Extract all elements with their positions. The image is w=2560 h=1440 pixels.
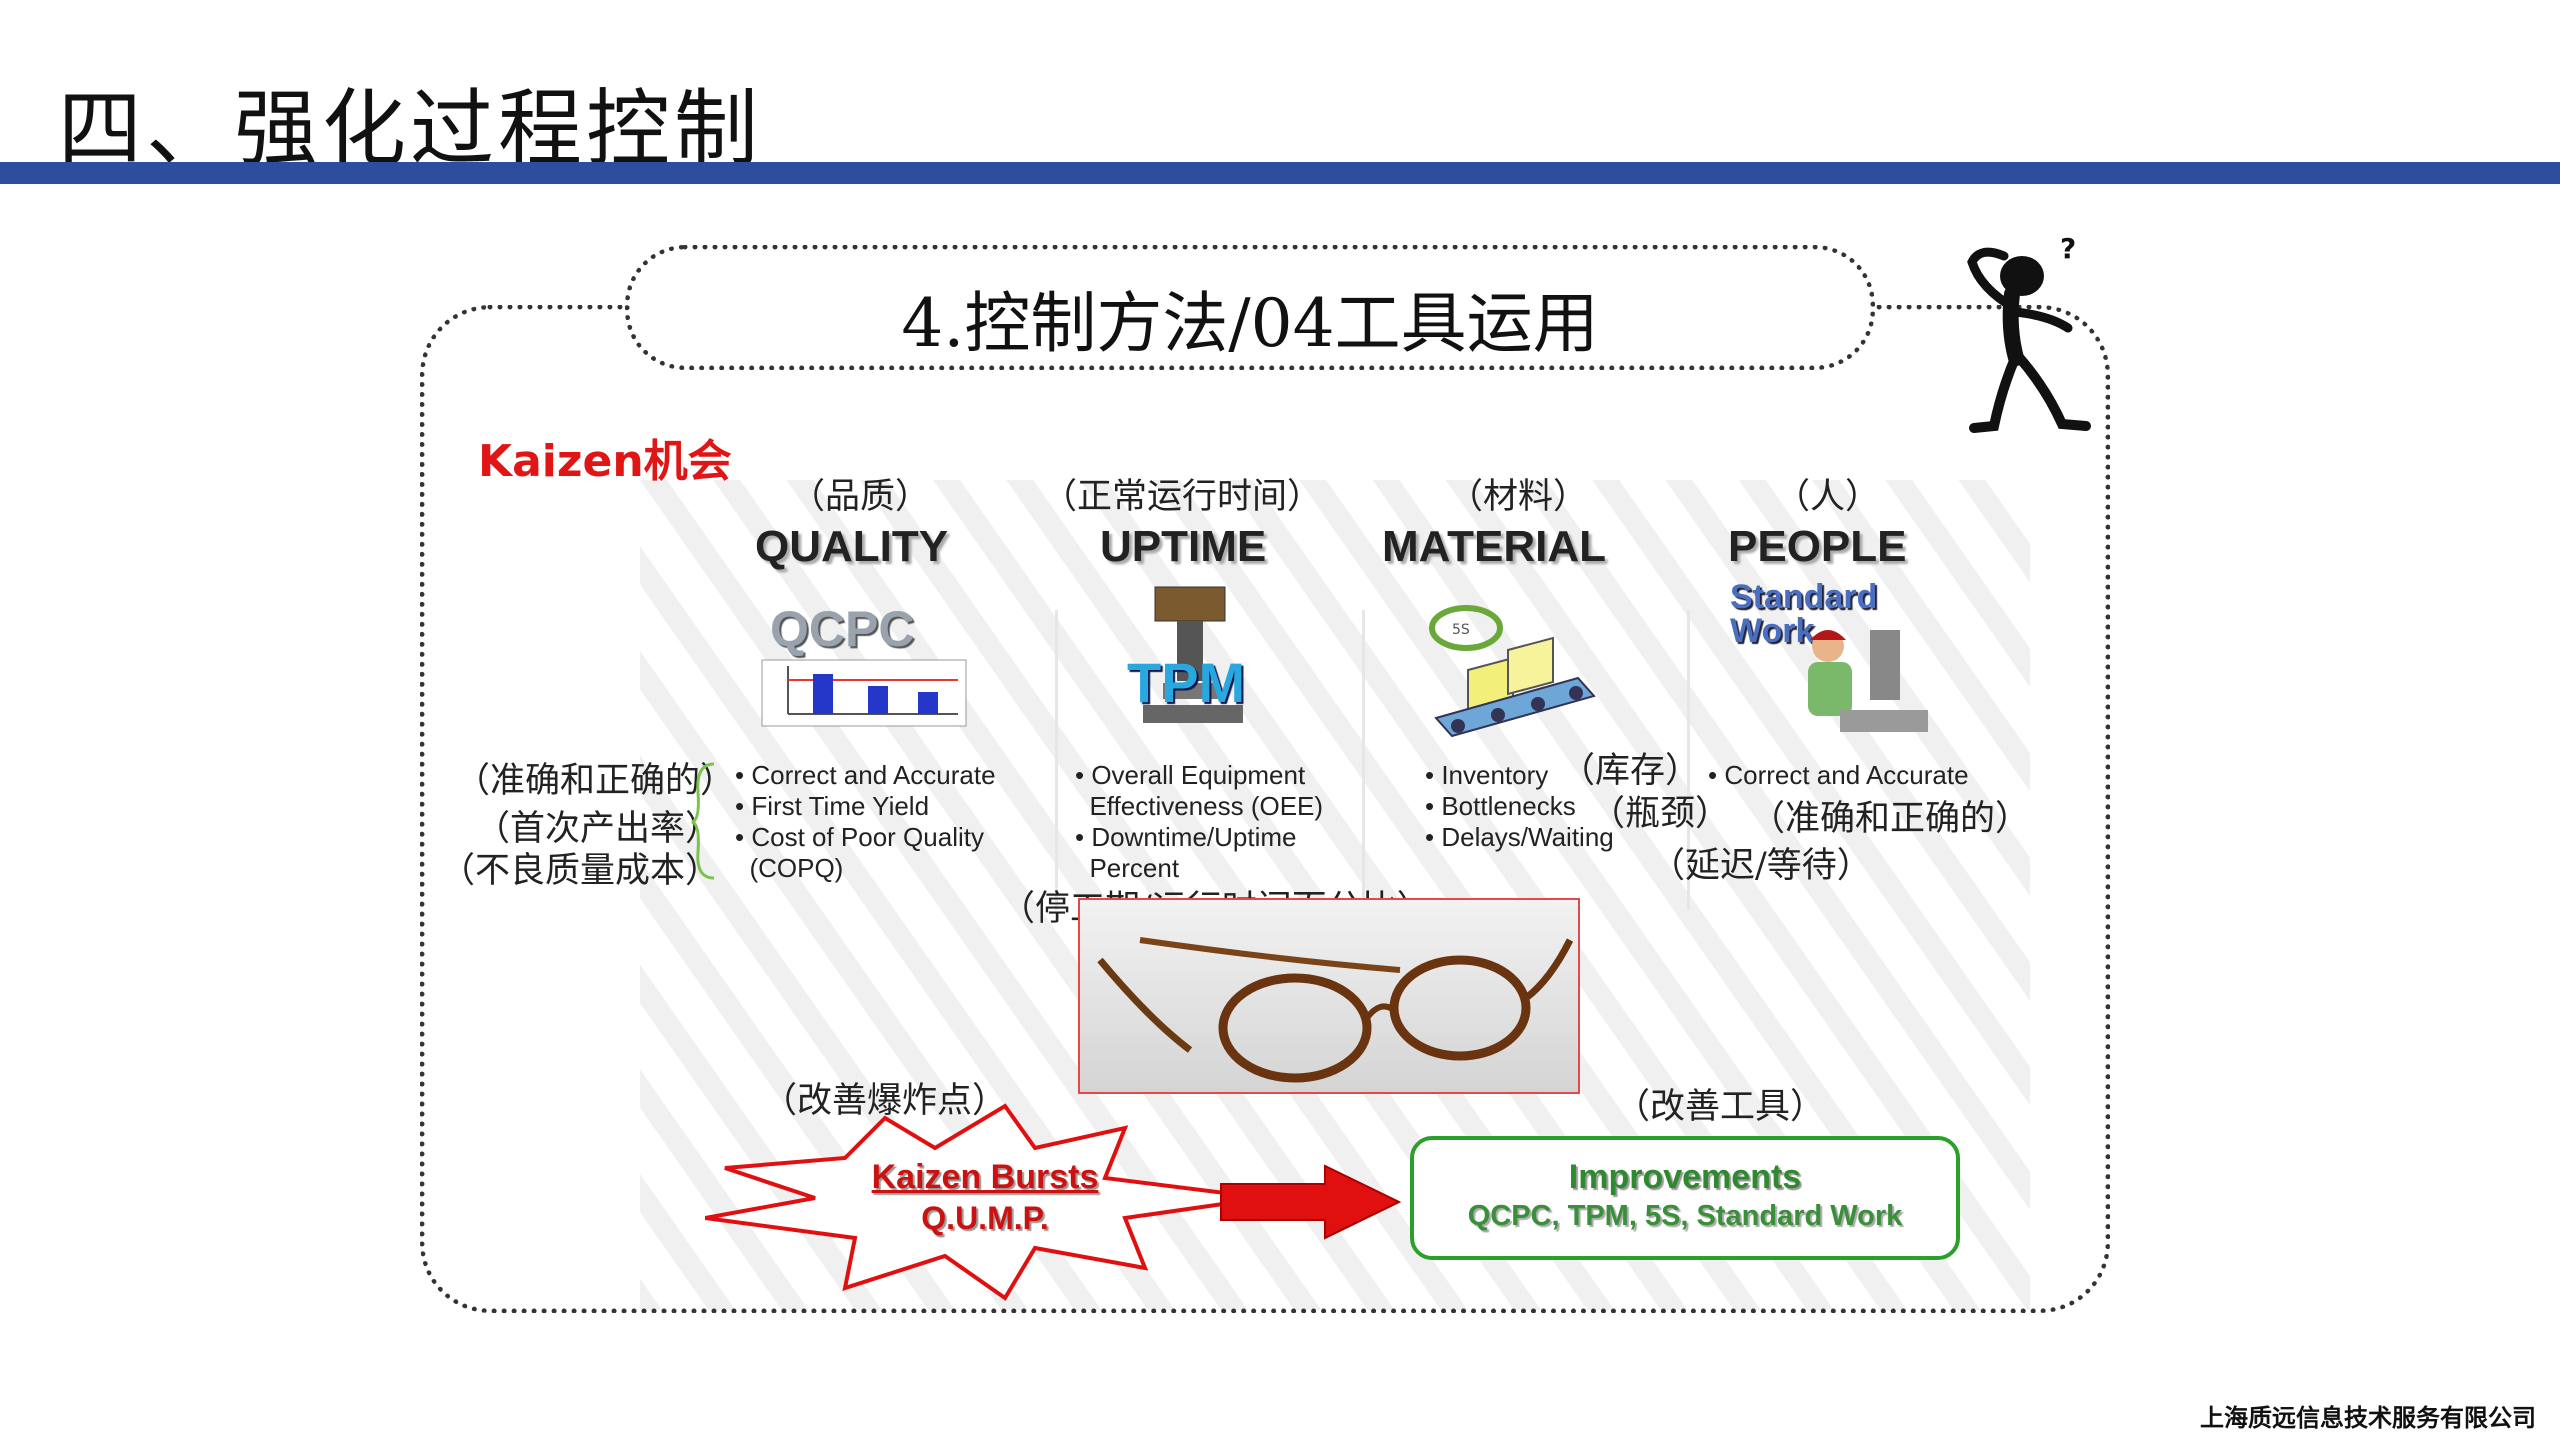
column-divider	[1687, 610, 1690, 910]
improvements-title: Improvements	[1568, 1158, 1802, 1196]
uptime-heading: UPTIME	[1100, 522, 1267, 571]
tpm-logo-text: TPM	[1127, 651, 1246, 714]
quality-annotation-accurate: （准确和正确的）	[455, 761, 736, 801]
kaizen-burst-star-icon	[705, 1103, 1266, 1301]
list-item: • Delays/Waiting	[1425, 822, 1614, 852]
quality-bullet-list: • Correct and Accurate • First Time Yiel…	[735, 760, 996, 884]
people-annotation-accurate: （准确和正确的）	[1750, 799, 2031, 839]
material-heading: MATERIAL	[1382, 522, 1607, 571]
quality-annotation-copq: （不良质量成本）	[440, 851, 721, 891]
standard-work-text-1: Standard	[1730, 578, 1878, 616]
people-bullet-list: • Correct and Accurate	[1708, 760, 1969, 791]
standard-work-text-2: Work	[1730, 612, 1815, 650]
improvements-subtitle: QCPC, TPM, 5S, Standard Work	[1467, 1200, 1903, 1232]
list-item: • Cost of Poor Quality	[735, 822, 984, 852]
tools-cn-label: （改善工具）	[1615, 1087, 1826, 1127]
uptime-bullet-list: • Overall Equipment Effectiveness (OEE) …	[1075, 760, 1323, 884]
kaizen-bursts-title: Kaizen Bursts	[871, 1158, 1099, 1196]
glasses-icon	[1097, 937, 1574, 1083]
material-annotation-delays: （延迟/等待）	[1650, 846, 1872, 886]
subtitle: 4.控制方法/04工具运用	[901, 285, 1599, 362]
list-item: • Correct and Accurate	[1708, 760, 1969, 790]
qcpc-logo-text: QCPC	[770, 601, 915, 657]
material-annotation-bottlenecks: （瓶颈）	[1590, 794, 1731, 834]
standard-work-worker-icon: Standard Work	[1730, 580, 1930, 740]
material-cn-label: （材料）	[1448, 477, 1589, 517]
list-item: Percent	[1075, 853, 1180, 883]
header-accent-bar	[0, 162, 2560, 184]
people-cn-label: （人）	[1775, 477, 1881, 517]
quality-cn-label: （品质）	[790, 477, 931, 517]
list-item: (COPQ)	[735, 853, 844, 883]
svg-text:?: ?	[2060, 232, 2076, 265]
kaizen-bursts-subtitle: Q.U.M.P.	[921, 1200, 1049, 1236]
tpm-drill-press-icon: TPM	[1115, 585, 1275, 725]
thinking-figure-icon: ?	[1967, 232, 2091, 433]
svg-text:5S: 5S	[1452, 622, 1470, 638]
quality-heading: QUALITY	[755, 522, 949, 571]
conveyor-boxes-icon: 5S	[1429, 605, 1596, 738]
arrow-right-icon	[1220, 1164, 1402, 1240]
quality-annotation-yield: （首次产出率）	[475, 809, 721, 849]
uptime-cn-label: （正常运行时间）	[1042, 477, 1323, 517]
list-item: • Correct and Accurate	[735, 760, 996, 790]
list-item: Effectiveness (OEE)	[1075, 791, 1324, 821]
column-divider	[1362, 610, 1365, 910]
column-divider	[1055, 610, 1058, 910]
worker-graphic	[1808, 630, 1928, 732]
qcpc-chart-icon: QCPC	[758, 600, 973, 730]
footer-company: 上海质远信息技术服务有限公司	[2200, 1403, 2536, 1432]
improvements-box	[1410, 1136, 1960, 1260]
bursts-cn-label: （改善爆炸点）	[762, 1081, 1008, 1121]
page-title: 四、强化过程控制	[58, 80, 763, 178]
list-item: • Bottlenecks	[1425, 791, 1576, 821]
material-annotation-inventory: （库存）	[1560, 751, 1701, 791]
kaizen-label: Kaizen机会	[478, 436, 732, 487]
subtitle-box	[625, 245, 1875, 370]
list-item: • Overall Equipment	[1075, 760, 1306, 790]
glasses-photo	[1078, 898, 1580, 1094]
material-bullet-list: • Inventory • Bottlenecks • Delays/Waiti…	[1425, 760, 1614, 853]
drill-press-graphic	[1143, 586, 1243, 723]
list-item: • Downtime/Uptime	[1075, 822, 1297, 852]
people-heading: PEOPLE	[1728, 522, 1907, 571]
qcpc-bar-graphic	[761, 659, 967, 727]
list-item: • First Time Yield	[735, 791, 930, 821]
annotation-bracket	[691, 762, 715, 880]
list-item: • Inventory	[1425, 760, 1549, 790]
